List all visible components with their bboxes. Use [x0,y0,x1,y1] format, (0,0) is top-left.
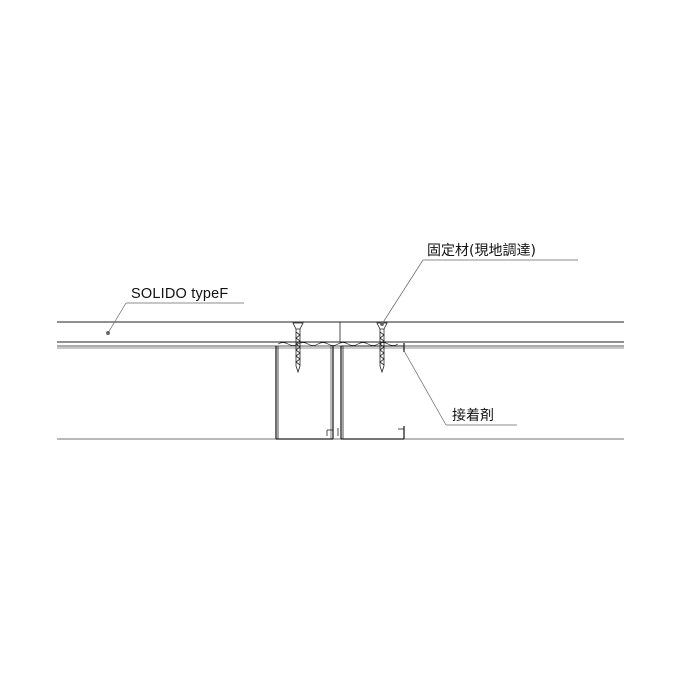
leader-adhesive [402,348,517,426]
steel-joists [275,343,405,440]
adhesive-label: 接着剤 [452,407,494,424]
leader-panel [106,302,244,335]
leader-fastener [380,259,578,326]
panel-label: SOLIDO typeF [131,286,229,302]
fastener-label: 固定材(現地調達) [427,243,536,259]
panel-board [57,321,624,349]
adhesive-bead [277,342,399,346]
screw-right [376,322,388,374]
screw-left [292,322,304,374]
